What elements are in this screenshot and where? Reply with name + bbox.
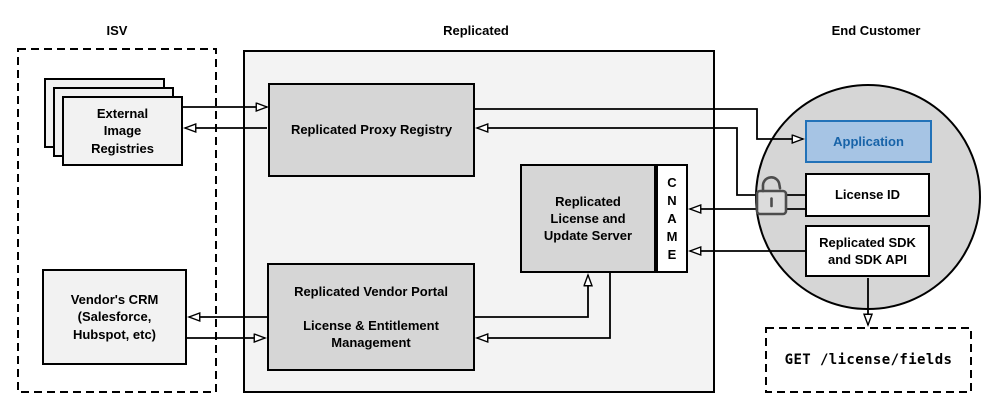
proxy-registry-node: Replicated Proxy Registry	[268, 83, 475, 177]
license-update-server-node: Replicated License and Update Server	[520, 164, 656, 273]
vendors-crm-node: Vendor's CRM (Salesforce, Hubspot, etc)	[42, 269, 187, 365]
isv-section-title: ISV	[106, 23, 128, 38]
license-id-node: License ID	[805, 173, 930, 217]
end-customer-section-title: End Customer	[831, 23, 921, 38]
external-image-registries-node: External Image Registries	[62, 96, 183, 166]
api-request-label: GET /license/fields	[784, 351, 953, 368]
vendor-portal-node: Replicated Vendor Portal License & Entit…	[267, 263, 475, 371]
cname-node: C N A M E	[656, 164, 688, 273]
application-node: Application	[805, 120, 932, 163]
replicated-section-title: Replicated	[443, 23, 509, 38]
replicated-sdk-node: Replicated SDK and SDK API	[805, 225, 930, 277]
